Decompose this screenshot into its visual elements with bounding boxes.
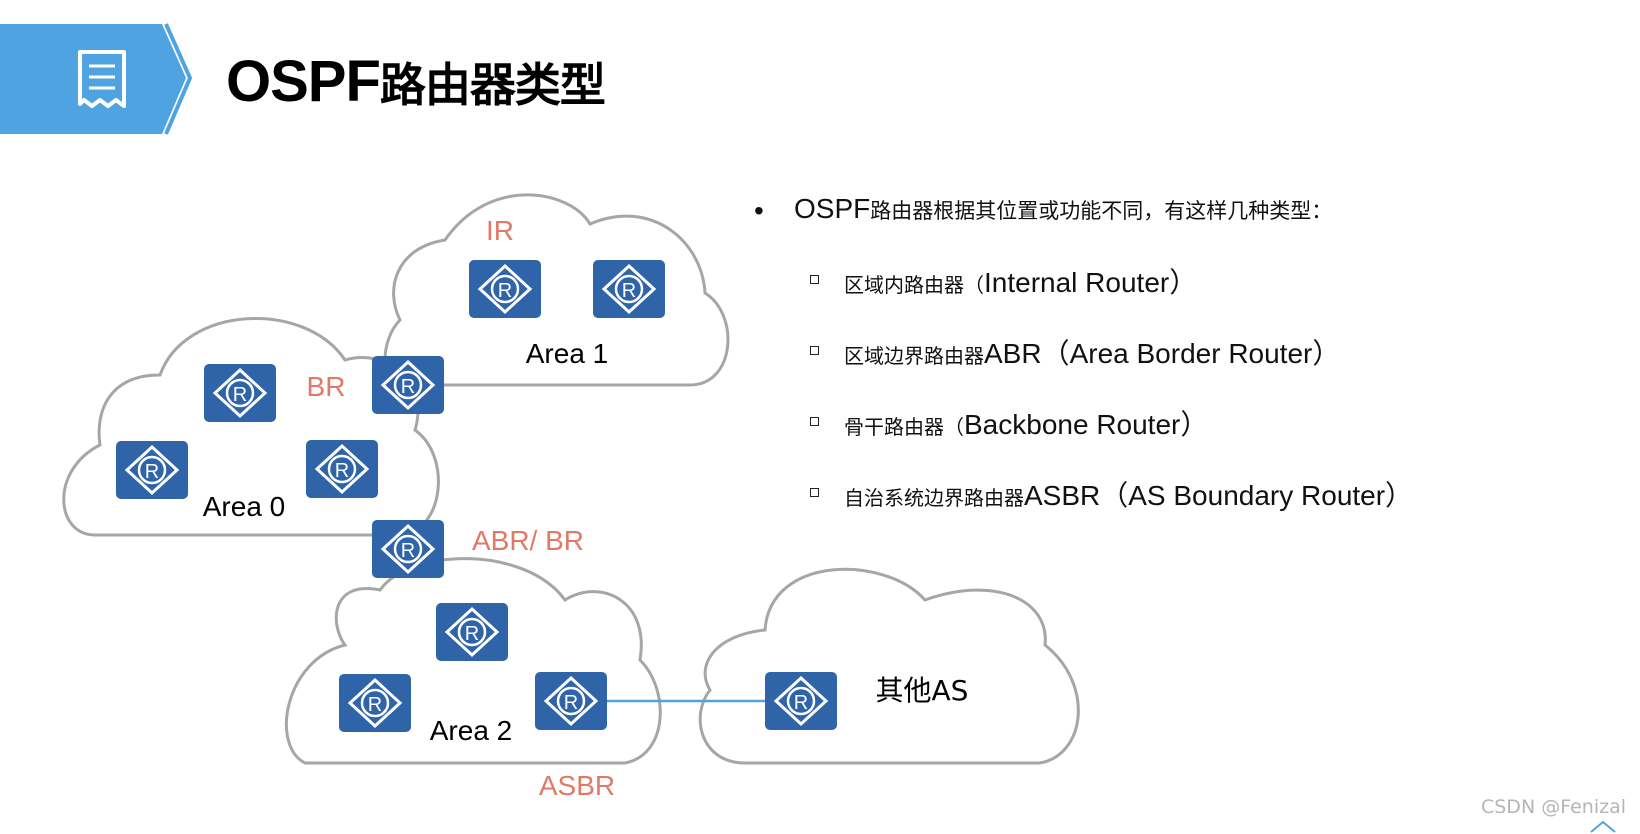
br-label: BR <box>307 371 346 402</box>
abr-br-label: ABR/ BR <box>472 525 584 556</box>
router-area0-top <box>202 362 278 424</box>
cloud-area-1 <box>383 193 730 387</box>
router-area2-top <box>434 601 510 663</box>
router-type-description: •OSPF路由器根据其位置或功能不同，有这样几种类型： 区域内路由器（Inter… <box>752 193 1413 511</box>
area-1-label: Area 1 <box>526 338 609 369</box>
router-asbr <box>533 670 609 732</box>
router-area1-right <box>591 258 667 320</box>
list-item-area-border-router: 区域边界路由器ABR（Area Border Router） <box>810 332 1610 403</box>
intro-bullet: •OSPF路由器根据其位置或功能不同，有这样几种类型： <box>754 193 1333 226</box>
list-item-backbone-router: 骨干路由器（Backbone Router） <box>810 403 1610 474</box>
square-bullet-icon <box>810 346 819 355</box>
router-other-as <box>763 670 839 732</box>
area-2-label: Area 2 <box>430 715 513 746</box>
square-bullet-icon <box>810 488 819 497</box>
router-abr-area0-area1 <box>370 354 446 416</box>
router-abr-area0-area2 <box>370 518 446 580</box>
list-item-internal-router: 区域内路由器（Internal Router） <box>810 261 1610 332</box>
square-bullet-icon <box>810 275 819 284</box>
router-area0-left <box>114 439 190 501</box>
title-banner <box>0 23 193 135</box>
router-area2-left <box>337 672 413 734</box>
router-type-list: 区域内路由器（Internal Router） 区域边界路由器ABR（Area … <box>810 261 1610 545</box>
bullet-dot-icon: • <box>754 195 764 226</box>
document-icon <box>78 50 126 108</box>
ir-label: IR <box>486 215 514 246</box>
area-0-label: Area 0 <box>203 491 286 522</box>
asbr-label: ASBR <box>539 770 615 801</box>
router-area1-left <box>467 258 543 320</box>
csdn-watermark: CSDN @Fenizal <box>1480 796 1626 818</box>
square-bullet-icon <box>810 417 819 426</box>
cloud-other-as <box>698 567 1080 765</box>
list-item-as-boundary-router: 自治系统边界路由器ASBR（AS Boundary Router） <box>810 474 1610 545</box>
page-title: OSPF路由器类型 <box>226 49 606 114</box>
other-as-label: 其他AS <box>876 674 969 707</box>
router-area0-right <box>304 438 380 500</box>
chevron-up-icon[interactable] <box>1588 818 1618 834</box>
